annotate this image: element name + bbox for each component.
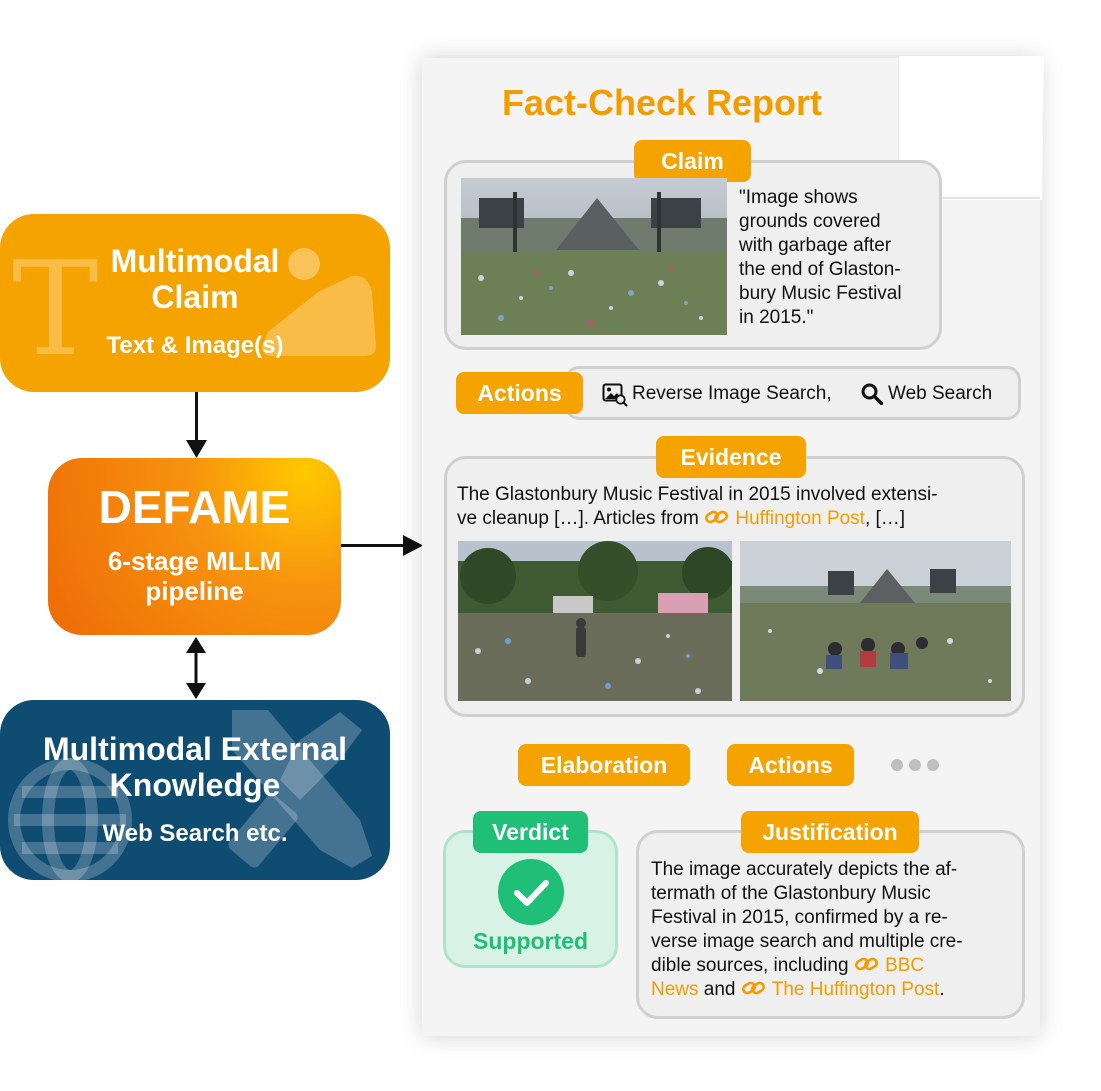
knowledge-box-title-line2: Knowledge: [109, 766, 281, 803]
claim-text-line: in 2015.": [739, 307, 814, 328]
evidence-text-post: , […]: [864, 508, 906, 529]
justification-text: The image accurately depicts the af- ter…: [651, 858, 1019, 1002]
justification-end: .: [939, 979, 945, 1000]
huffington-post-link-2[interactable]: The Huffington Post: [771, 979, 940, 1000]
claim-box-title-line2: Claim: [151, 278, 239, 315]
arrow-bidirectional-icon: [186, 637, 206, 699]
verdict-label: Verdict: [473, 811, 588, 853]
bbc-news-link-part2[interactable]: News: [651, 979, 699, 1000]
evidence-text-line2: ve cleanup […]. Articles from Huffington…: [457, 507, 1017, 531]
evidence-photo-1: [458, 541, 732, 701]
defame-subtitle: 6-stage MLLM pipeline: [48, 546, 341, 606]
link-icon: [741, 981, 765, 995]
defame-title: DEFAME: [98, 481, 291, 533]
justification-panel: [636, 830, 1025, 1019]
claim-text-line: "Image shows: [739, 187, 858, 208]
claim-photo: [461, 178, 727, 335]
justification-line: dible sources, including BBC: [651, 954, 1019, 978]
claim-box-title: Multimodal Claim: [0, 243, 390, 316]
claim-box-title-line1: Multimodal: [110, 243, 280, 279]
claim-text: "Image shows grounds covered with garbag…: [739, 186, 939, 330]
web-search-text: Web Search: [888, 383, 993, 404]
arrow-right-head-icon: [403, 535, 423, 556]
evidence-text-line1: The Glastonbury Music Festival in 2015 i…: [457, 484, 938, 505]
link-icon: [705, 510, 729, 524]
folded-corner-icon: [898, 56, 1044, 200]
claim-text-line: grounds covered: [739, 211, 881, 232]
justification-line: termath of the Glastonbury Music: [651, 883, 931, 904]
defame-subtitle-line2: pipeline: [145, 576, 244, 606]
claim-text-line: bury Music Festival: [739, 283, 902, 304]
evidence-text: The Glastonbury Music Festival in 2015 i…: [457, 483, 1017, 531]
claim-box-subtitle: Text & Image(s): [106, 332, 284, 359]
actions-label: Actions: [456, 372, 583, 414]
claim-text-line: the end of Glaston-: [739, 259, 901, 280]
evidence-label: Evidence: [656, 436, 806, 478]
defame-box: DEFAME 6-stage MLLM pipeline: [48, 458, 341, 635]
claim-label: Claim: [634, 140, 751, 182]
actions-panel: [565, 366, 1021, 420]
next-actions-label: Actions: [727, 744, 854, 786]
elaboration-label: Elaboration: [518, 744, 690, 786]
justification-and: and: [703, 979, 736, 1000]
arrow-defame-to-report: [341, 544, 407, 547]
arrow-down-head-icon: [186, 440, 207, 458]
justification-line: News and The Huffington Post.: [651, 978, 1019, 1002]
bbc-news-link-part1[interactable]: BBC: [885, 955, 925, 976]
more-steps-icon: [891, 759, 939, 771]
justification-label: Justification: [741, 811, 919, 853]
evidence-text-pre: ve cleanup […]. Articles from: [457, 508, 699, 529]
check-circle-icon: [498, 859, 564, 925]
globe-tools-icon: [8, 710, 372, 880]
svg-text:T: T: [12, 233, 99, 385]
knowledge-box-title-line1: Multimodal External: [42, 731, 348, 767]
report-title: Fact-Check Report: [501, 82, 823, 123]
defame-subtitle-line1: 6-stage MLLM: [107, 546, 282, 576]
reverse-image-search-text: Reverse Image Search,: [632, 383, 832, 404]
external-knowledge-box: Multimodal External Knowledge Web Search…: [0, 700, 390, 880]
knowledge-box-title: Multimodal External Knowledge: [0, 731, 390, 804]
verdict-value: Supported: [473, 928, 588, 954]
arrow-claim-to-defame: [195, 392, 198, 444]
justification-line: Festival in 2015, confirmed by a re-: [651, 907, 948, 928]
justification-line5-pre: dible sources, including: [651, 955, 849, 976]
search-icon: [861, 383, 883, 405]
justification-line: verse image search and multiple cre-: [651, 931, 963, 952]
reverse-image-search-icon: [602, 383, 628, 407]
link-icon: [854, 957, 878, 971]
claim-text-line: with garbage after: [739, 235, 892, 256]
justification-line: The image accurately depicts the af-: [651, 859, 958, 880]
knowledge-box-subtitle: Web Search etc.: [102, 820, 288, 847]
multimodal-claim-box: T Multimodal Claim Text & Image(s): [0, 214, 390, 392]
text-image-icon: T: [12, 233, 376, 385]
evidence-photo-2: [740, 541, 1011, 701]
huffington-post-link[interactable]: Huffington Post: [735, 508, 865, 529]
